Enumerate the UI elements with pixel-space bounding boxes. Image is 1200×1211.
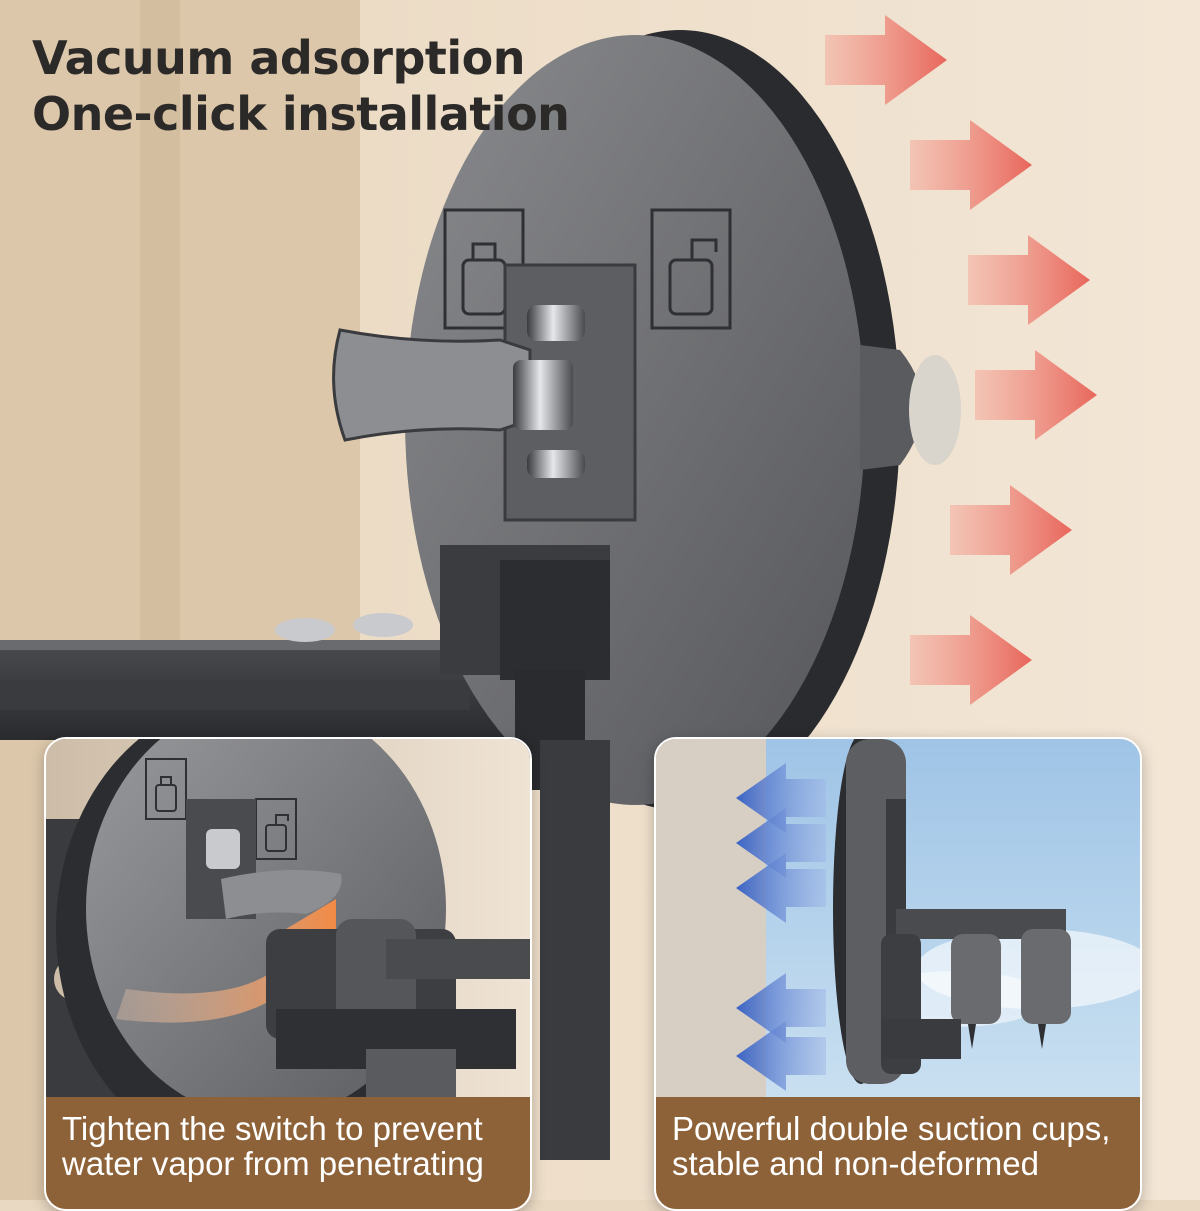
caption-line-1: Powerful double suction cups, [672, 1110, 1111, 1147]
caption-band: Powerful double suction cups, stable and… [656, 1097, 1140, 1209]
release-knob [860, 345, 961, 470]
mount-bracket [440, 545, 610, 1160]
inset-double-suction-detail: Powerful double suction cups, stable and… [654, 737, 1142, 1211]
arrow-right-icon [825, 15, 1097, 705]
caption-lock-switch: Tighten the switch to prevent water vapo… [62, 1111, 484, 1181]
caption-double-suction: Powerful double suction cups, stable and… [672, 1111, 1110, 1181]
caption-line-1: Tighten the switch to prevent [62, 1110, 483, 1147]
caption-line-2: water vapor from penetrating [62, 1145, 484, 1182]
headline-line-2: One-click installation [32, 87, 570, 141]
inset-lock-switch-detail: Tighten the switch to prevent water vapo… [44, 737, 532, 1211]
headline: Vacuum adsorption One-click installation [32, 30, 570, 142]
lock-switch [332, 263, 637, 522]
arrow-left-icon [736, 763, 826, 1091]
lock-closed-icon [145, 758, 187, 820]
lock-switch-closeup [46, 739, 530, 1209]
caption-line-2: stable and non-deformed [672, 1145, 1039, 1182]
headline-line-1: Vacuum adsorption [32, 31, 526, 85]
arm-bar [0, 613, 520, 740]
caption-band: Tighten the switch to prevent water vapo… [46, 1097, 530, 1209]
lock-open-icon [650, 208, 732, 330]
